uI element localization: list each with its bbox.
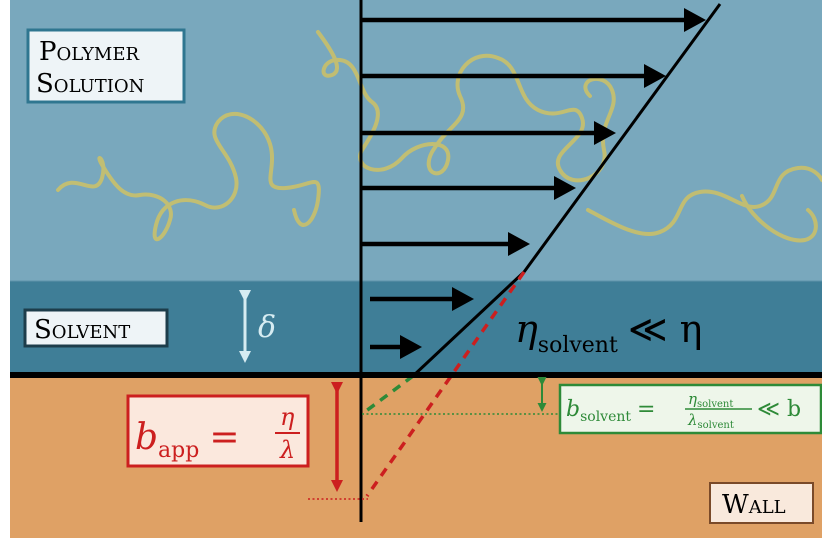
shear-profile-line-solution	[522, 3, 722, 273]
eta-subscript: solvent	[538, 333, 618, 358]
polymer-solution-label-line1: Polymer	[39, 37, 140, 67]
b-solvent-denominator-sub: solvent	[698, 420, 734, 431]
polymer-chain-3	[586, 165, 822, 236]
b-app-numerator: η	[280, 403, 295, 431]
eta-symbol: η	[515, 307, 538, 351]
velocity-arrow-head	[508, 232, 530, 256]
polymer-solution-label-line2: Solution	[36, 69, 144, 99]
solvent-label: Solvent	[23, 308, 169, 348]
velocity-arrow-head	[554, 176, 576, 200]
wall-label-text: Wall	[722, 490, 786, 520]
svg-text:λsolvent: λsolvent	[687, 411, 734, 431]
viscosity-relation: ηsolvent ≪ η	[515, 307, 702, 358]
b-app-equals: =	[209, 417, 239, 458]
delta-symbol: δ	[258, 310, 276, 345]
wall-label: Wall	[709, 482, 814, 524]
b-solvent-denominator: λ	[687, 411, 698, 429]
apparent-slip-extrapolation	[365, 270, 526, 498]
b-app-subscript: app	[158, 438, 199, 463]
b-solvent-numerator: η	[688, 390, 697, 408]
velocity-arrow-head	[644, 64, 666, 88]
svg-text:bsolvent=: bsolvent =	[566, 397, 655, 425]
polymer-chains	[56, 30, 822, 243]
b-solvent-symbol: b	[566, 397, 580, 422]
apparent-slip-length-equation: bapp = η λ	[126, 394, 310, 468]
velocity-arrow-head	[400, 335, 422, 359]
solvent-slip-length-equation: bsolvent= ηsolvent λsolvent ≪ b	[558, 383, 822, 435]
polymer-chain-4	[740, 194, 818, 243]
velocity-arrow-head	[684, 8, 706, 32]
velocity-arrow-head	[452, 287, 474, 311]
b-solvent-relation: ≪ b	[757, 397, 801, 422]
eta-relation: ≪ η	[628, 307, 703, 351]
solvent-slip-extrapolation	[360, 374, 415, 416]
b-solvent-equals: =	[637, 397, 655, 422]
b-solvent-numerator-sub: solvent	[697, 399, 733, 410]
svg-text:bapp=: bapp =	[135, 417, 240, 463]
polymer-solution-label: Polymer Solution	[26, 28, 186, 104]
svg-text:ηsolvent≪ η: ηsolvent ≪ η	[515, 307, 702, 358]
polymer-chain-1	[56, 111, 321, 242]
b-app-symbol: b	[135, 417, 158, 458]
shear-profile-line-solvent	[411, 270, 526, 378]
b-app-denominator: λ	[279, 436, 295, 464]
solvent-label-text: Solvent	[34, 315, 130, 345]
b-solvent-subscript: solvent	[580, 409, 631, 425]
velocity-arrows	[360, 8, 706, 359]
velocity-arrow-head	[594, 121, 616, 145]
polymer-chain-2	[316, 30, 616, 183]
delta-marker: δ	[239, 290, 276, 363]
svg-text:ηsolvent: ηsolvent	[688, 390, 733, 410]
